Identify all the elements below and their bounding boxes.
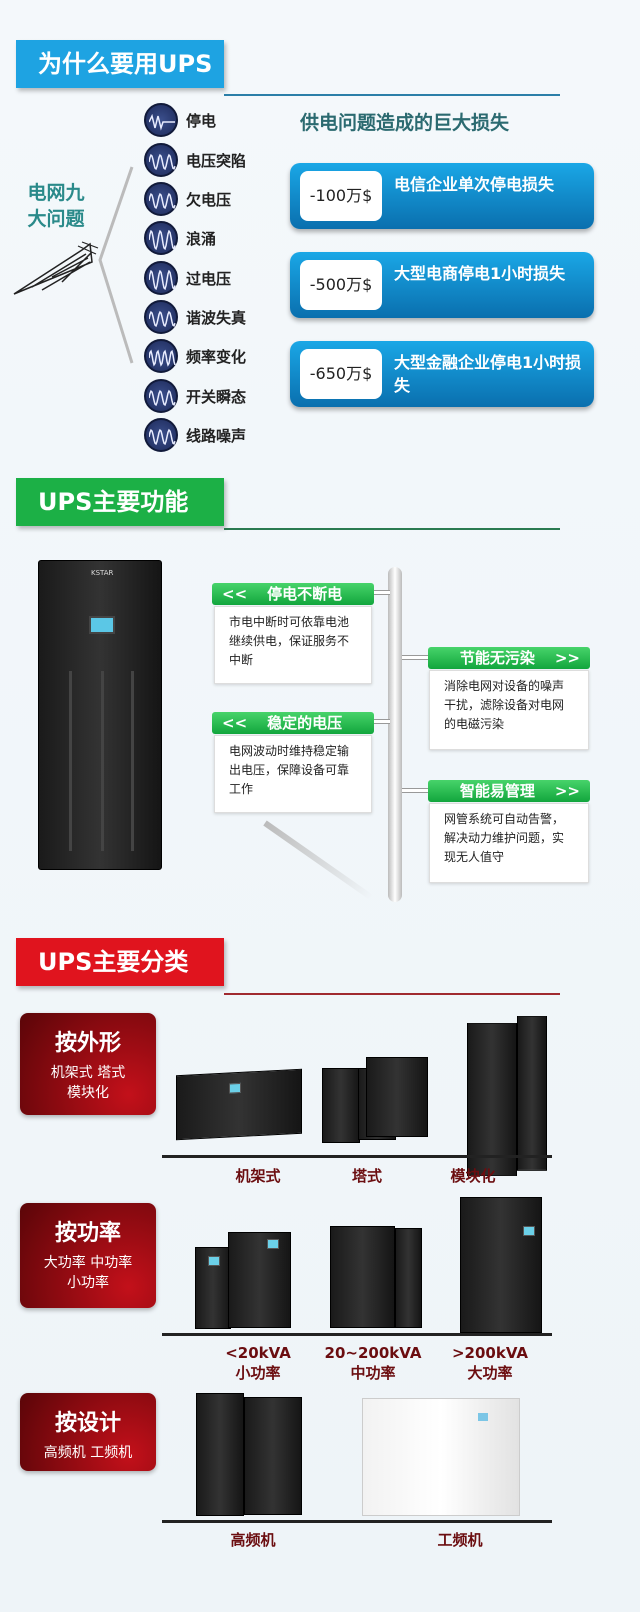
feature-text: 电网波动时维持稳定输出电压，保障设备可靠工作 (214, 735, 372, 813)
problem-label: 停电 (186, 112, 217, 130)
problem-label: 线路噪声 (186, 427, 247, 445)
product-label: 塔式 (351, 1167, 382, 1185)
category-power: 按功率大功率 中功率小功率 (20, 1203, 156, 1308)
medium-ups-image (395, 1228, 422, 1328)
feature-text: 网管系统可自动告警，解决动力维护问题，实现无人值守 (429, 803, 589, 883)
category-design: 按设计高频机 工频机 (20, 1393, 156, 1471)
loss-card: -650万$ 大型金融企业停电1小时损失 (290, 341, 594, 407)
problem-label: 谐波失真 (186, 309, 247, 327)
feature-title: <<稳定的电压 (212, 712, 374, 734)
waveform-icon (144, 143, 178, 177)
feature-text: 消除电网对设备的噪声干扰，滤除设备对电网的电磁污染 (429, 670, 589, 750)
grid-label-line2: 大问题 (27, 208, 85, 230)
grid-label-line1: 电网九 (27, 182, 85, 204)
small-ups-image (195, 1247, 231, 1329)
high-frequency-ups-image (244, 1397, 302, 1515)
connector (402, 655, 428, 660)
timeline-pole (388, 567, 402, 902)
loss-card: -100万$ 电信企业单次停电损失 (290, 163, 594, 229)
loss-heading: 供电问题造成的巨大损失 (300, 112, 510, 134)
connector (374, 590, 390, 595)
modular-ups-door-image (517, 1016, 547, 1171)
shadow-decoration (263, 820, 374, 901)
problem-label: 开关瞬态 (186, 388, 247, 406)
feature-title: 节能无污染>> (428, 647, 590, 669)
power-frequency-ups-image (362, 1398, 520, 1516)
waveform-icon (144, 261, 178, 295)
problem-label: 浪涌 (186, 230, 217, 248)
rack-ups-image (176, 1068, 302, 1141)
divider (162, 1155, 552, 1158)
divider (162, 1333, 552, 1336)
ups-cabinet-image: KSTAR (38, 560, 162, 870)
waveform-icon (144, 418, 178, 452)
waveform-icon (144, 221, 178, 255)
product-label: 高频机 (230, 1531, 276, 1549)
section-header-categories: UPS主要分类 (16, 938, 224, 986)
medium-ups-image (330, 1226, 395, 1328)
bracket-line (98, 166, 134, 364)
waveform-icon (144, 379, 178, 413)
problem-label: 电压突陷 (186, 152, 247, 170)
modular-ups-image (467, 1023, 517, 1176)
tower-ups-image (322, 1068, 360, 1143)
waveform-icon (144, 182, 178, 216)
connector (374, 719, 390, 724)
waveform-icon (144, 103, 178, 137)
waveform-icon (144, 300, 178, 334)
product-label: 工频机 (437, 1531, 483, 1549)
category-shape: 按外形机架式 塔式模块化 (20, 1013, 156, 1115)
power-tower-icon (13, 241, 99, 295)
divider (162, 1520, 552, 1523)
large-ups-image (460, 1197, 542, 1333)
loss-amount: -650万$ (300, 349, 382, 399)
small-ups-image (228, 1232, 291, 1328)
problem-label: 欠电压 (186, 191, 232, 209)
loss-card: -500万$ 大型电商停电1小时损失 (290, 252, 594, 318)
product-label: 机架式 (235, 1167, 281, 1185)
high-frequency-ups-image (196, 1393, 244, 1516)
section-header-functions: UPS主要功能 (16, 478, 224, 526)
loss-desc: 大型金融企业停电1小时损失 (394, 353, 582, 395)
feature-text: 市电中断时可依靠电池继续供电，保证服务不中断 (214, 606, 372, 684)
problem-label: 过电压 (186, 270, 232, 288)
problem-label: 频率变化 (186, 348, 247, 366)
feature-title: 智能易管理>> (428, 780, 590, 802)
divider (224, 94, 560, 96)
waveform-icon (144, 339, 178, 373)
loss-desc: 电信企业单次停电损失 (394, 175, 555, 194)
loss-amount: -500万$ (300, 260, 382, 310)
product-label: 模块化 (450, 1167, 496, 1185)
divider (224, 528, 560, 530)
cabinet-brand: KSTAR (91, 569, 114, 577)
feature-title: <<停电不断电 (212, 583, 374, 605)
tower-ups-image (366, 1057, 428, 1137)
divider (224, 993, 560, 995)
connector (402, 788, 428, 793)
grid-problems-label: 电网九 大问题 (20, 180, 92, 232)
section-header-why-ups: 为什么要用UPS (16, 40, 224, 88)
loss-amount: -100万$ (300, 171, 382, 221)
loss-desc: 大型电商停电1小时损失 (394, 264, 566, 283)
